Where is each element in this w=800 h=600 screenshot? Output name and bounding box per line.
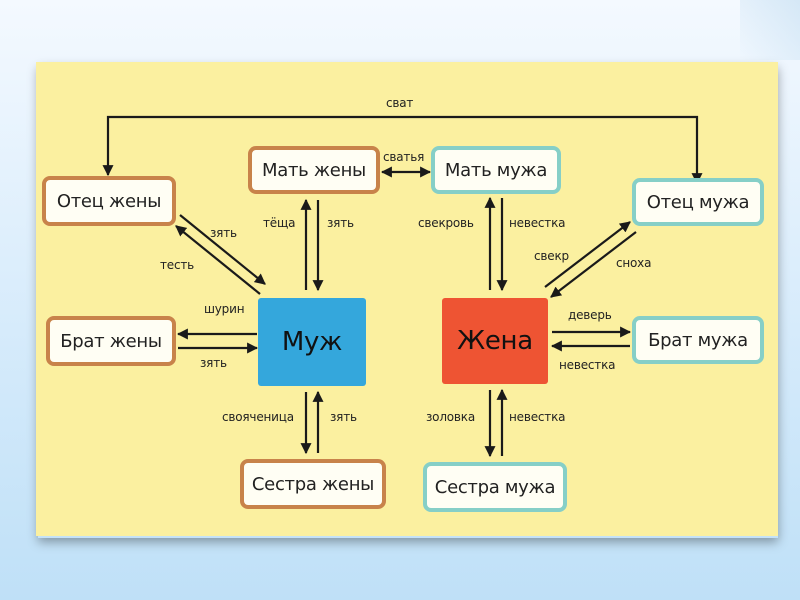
label-nevestka-mother: невестка [509,216,566,230]
node-husband-sister: Сестра мужа [423,462,567,512]
label-tyoshcha: тёща [263,216,296,230]
label-zyat-brother: зять [200,356,227,370]
node-husband-mother: Мать мужа [431,146,561,194]
svat-arrow-to-wife-father [102,115,400,177]
label-zyat-sister: зять [330,410,357,424]
label-zyat-mother: зять [327,216,354,230]
label-zyat-father: зять [210,226,237,240]
label-snokha: сноха [616,256,652,270]
arrow-husband-to-wife-father [175,225,261,295]
label-test: тесть [160,258,195,272]
node-wife-sister: Сестра жены [240,459,386,509]
label-shurin: шурин [204,302,245,316]
arrow-wife-to-husband-father [544,221,631,288]
node-husband-brother: Брат мужа [632,316,764,364]
label-svekrov: свекровь [418,216,474,230]
arrow-husband-father-to-wife [550,231,637,298]
node-wife-brother: Брат жены [46,316,176,366]
label-zolovka: золовка [426,410,476,424]
label-svatya: сватья [383,150,425,164]
node-wife: Жена [442,298,548,384]
label-dever: деверь [568,308,612,322]
node-wife-mother: Мать жены [248,146,380,194]
label-svoyachnitsa: свояченица [222,410,294,424]
node-husband: Муж [258,298,366,386]
svat-arrow-to-husband-father [400,115,703,185]
label-svat: сват [386,96,414,110]
label-nevestka-brother: невестка [559,358,616,372]
label-svekr: свекр [534,249,569,263]
corner-decoration [740,0,800,60]
arrow-wife-father-to-husband [179,214,266,285]
node-husband-father: Отец мужа [632,178,764,226]
diagram-panel [36,62,778,536]
label-nevestka-sister: невестка [509,410,566,424]
node-wife-father: Отец жены [42,176,176,226]
